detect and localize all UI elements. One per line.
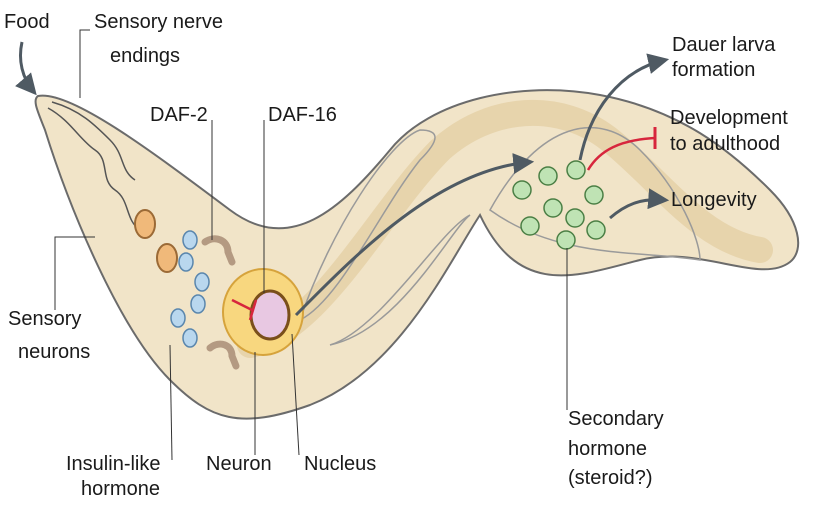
label-insulin-line1: Insulin-like <box>66 452 160 476</box>
label-daf2: DAF-2 <box>150 103 208 127</box>
label-dauer-line1: Dauer larva <box>672 33 775 57</box>
label-nucleus: Nucleus <box>304 452 376 476</box>
food-arrow <box>21 42 35 92</box>
sensory-neuron-1 <box>135 210 155 238</box>
label-sensory-neurons-line1: Sensory <box>8 307 81 331</box>
label-insulin-line2: hormone <box>81 477 160 501</box>
label-sensory-nerve-endings-line1: Sensory nerve <box>94 10 223 34</box>
label-development-line1: Development <box>670 106 788 130</box>
label-development-line2: to adulthood <box>670 132 780 156</box>
label-daf16: DAF-16 <box>268 103 337 127</box>
nucleus <box>251 291 289 339</box>
sensory-neuron-2 <box>157 244 177 272</box>
label-longevity: Longevity <box>671 188 757 212</box>
label-food: Food <box>4 10 50 34</box>
label-secondary-line2: hormone <box>568 437 647 461</box>
label-secondary-line1: Secondary <box>568 407 664 431</box>
label-sensory-neurons-line2: neurons <box>18 340 90 364</box>
label-dauer-line2: formation <box>672 58 755 82</box>
label-neuron: Neuron <box>206 452 272 476</box>
label-secondary-line3: (steroid?) <box>568 466 652 490</box>
label-sensory-nerve-endings-line2: endings <box>110 44 180 68</box>
